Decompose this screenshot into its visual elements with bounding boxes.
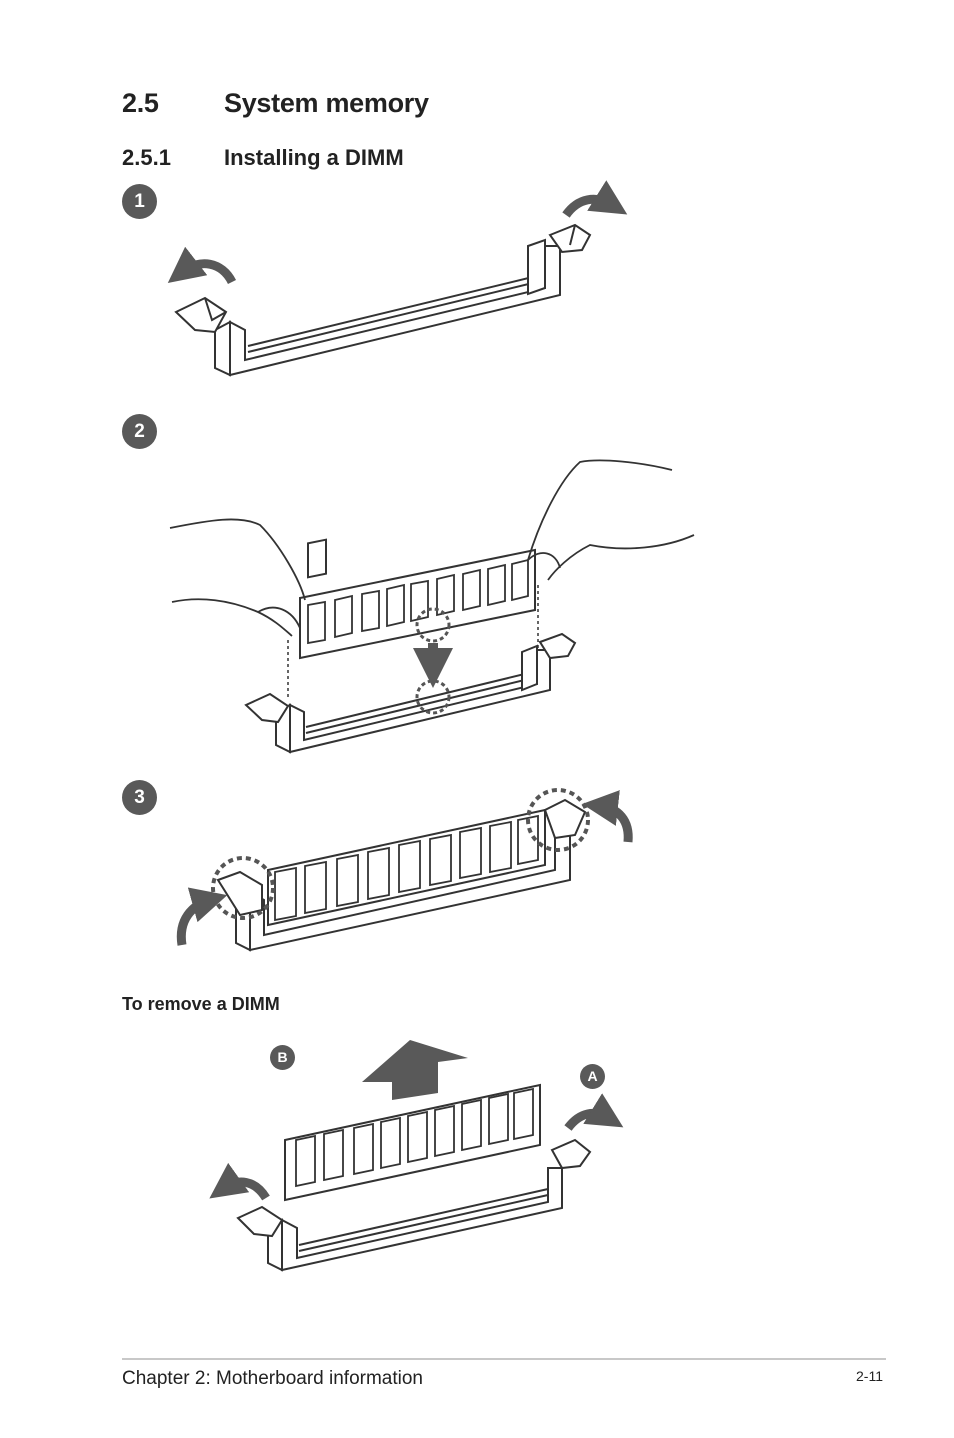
remove-dimm-chips — [295, 1087, 534, 1188]
remove-left-arrow — [209, 1162, 270, 1201]
step2-guides — [287, 585, 539, 715]
step1-right-arrow — [562, 180, 628, 218]
step-2-badge: 2 — [122, 414, 157, 449]
step2-hands — [169, 459, 695, 637]
remove-dimm-slot — [267, 1167, 563, 1272]
step1-left-latch — [174, 296, 228, 334]
step3-dimm-chips — [274, 814, 539, 922]
section-title: System memory — [224, 88, 429, 118]
step3-right-arrow — [582, 790, 633, 843]
step1-right-latch — [548, 223, 592, 254]
step1-dimm-slot — [214, 238, 561, 377]
step3-left-arrow — [176, 887, 228, 946]
remove-label-a: A — [580, 1064, 605, 1089]
footer-chapter: Chapter 2: Motherboard information — [122, 1368, 423, 1389]
footer-divider — [122, 1358, 886, 1360]
remove-latches — [236, 1138, 592, 1238]
step-3-badge: 3 — [122, 780, 157, 815]
remove-dimm-heading: To remove a DIMM — [122, 994, 280, 1014]
subsection-number: 2.5.1 — [122, 145, 171, 170]
remove-label-b: B — [270, 1045, 295, 1070]
step2-latches — [244, 632, 577, 724]
subsection-title: Installing a DIMM — [224, 145, 404, 170]
footer-page-number: 2-11 — [856, 1368, 883, 1384]
remove-right-arrow — [564, 1093, 624, 1131]
step2-dimm-slot — [275, 644, 551, 754]
section-number: 2.5 — [122, 88, 159, 118]
step3-latches — [216, 798, 587, 917]
remove-up-arrow — [362, 1040, 468, 1100]
step-1-badge: 1 — [122, 184, 157, 219]
step1-left-arrow — [167, 246, 237, 285]
